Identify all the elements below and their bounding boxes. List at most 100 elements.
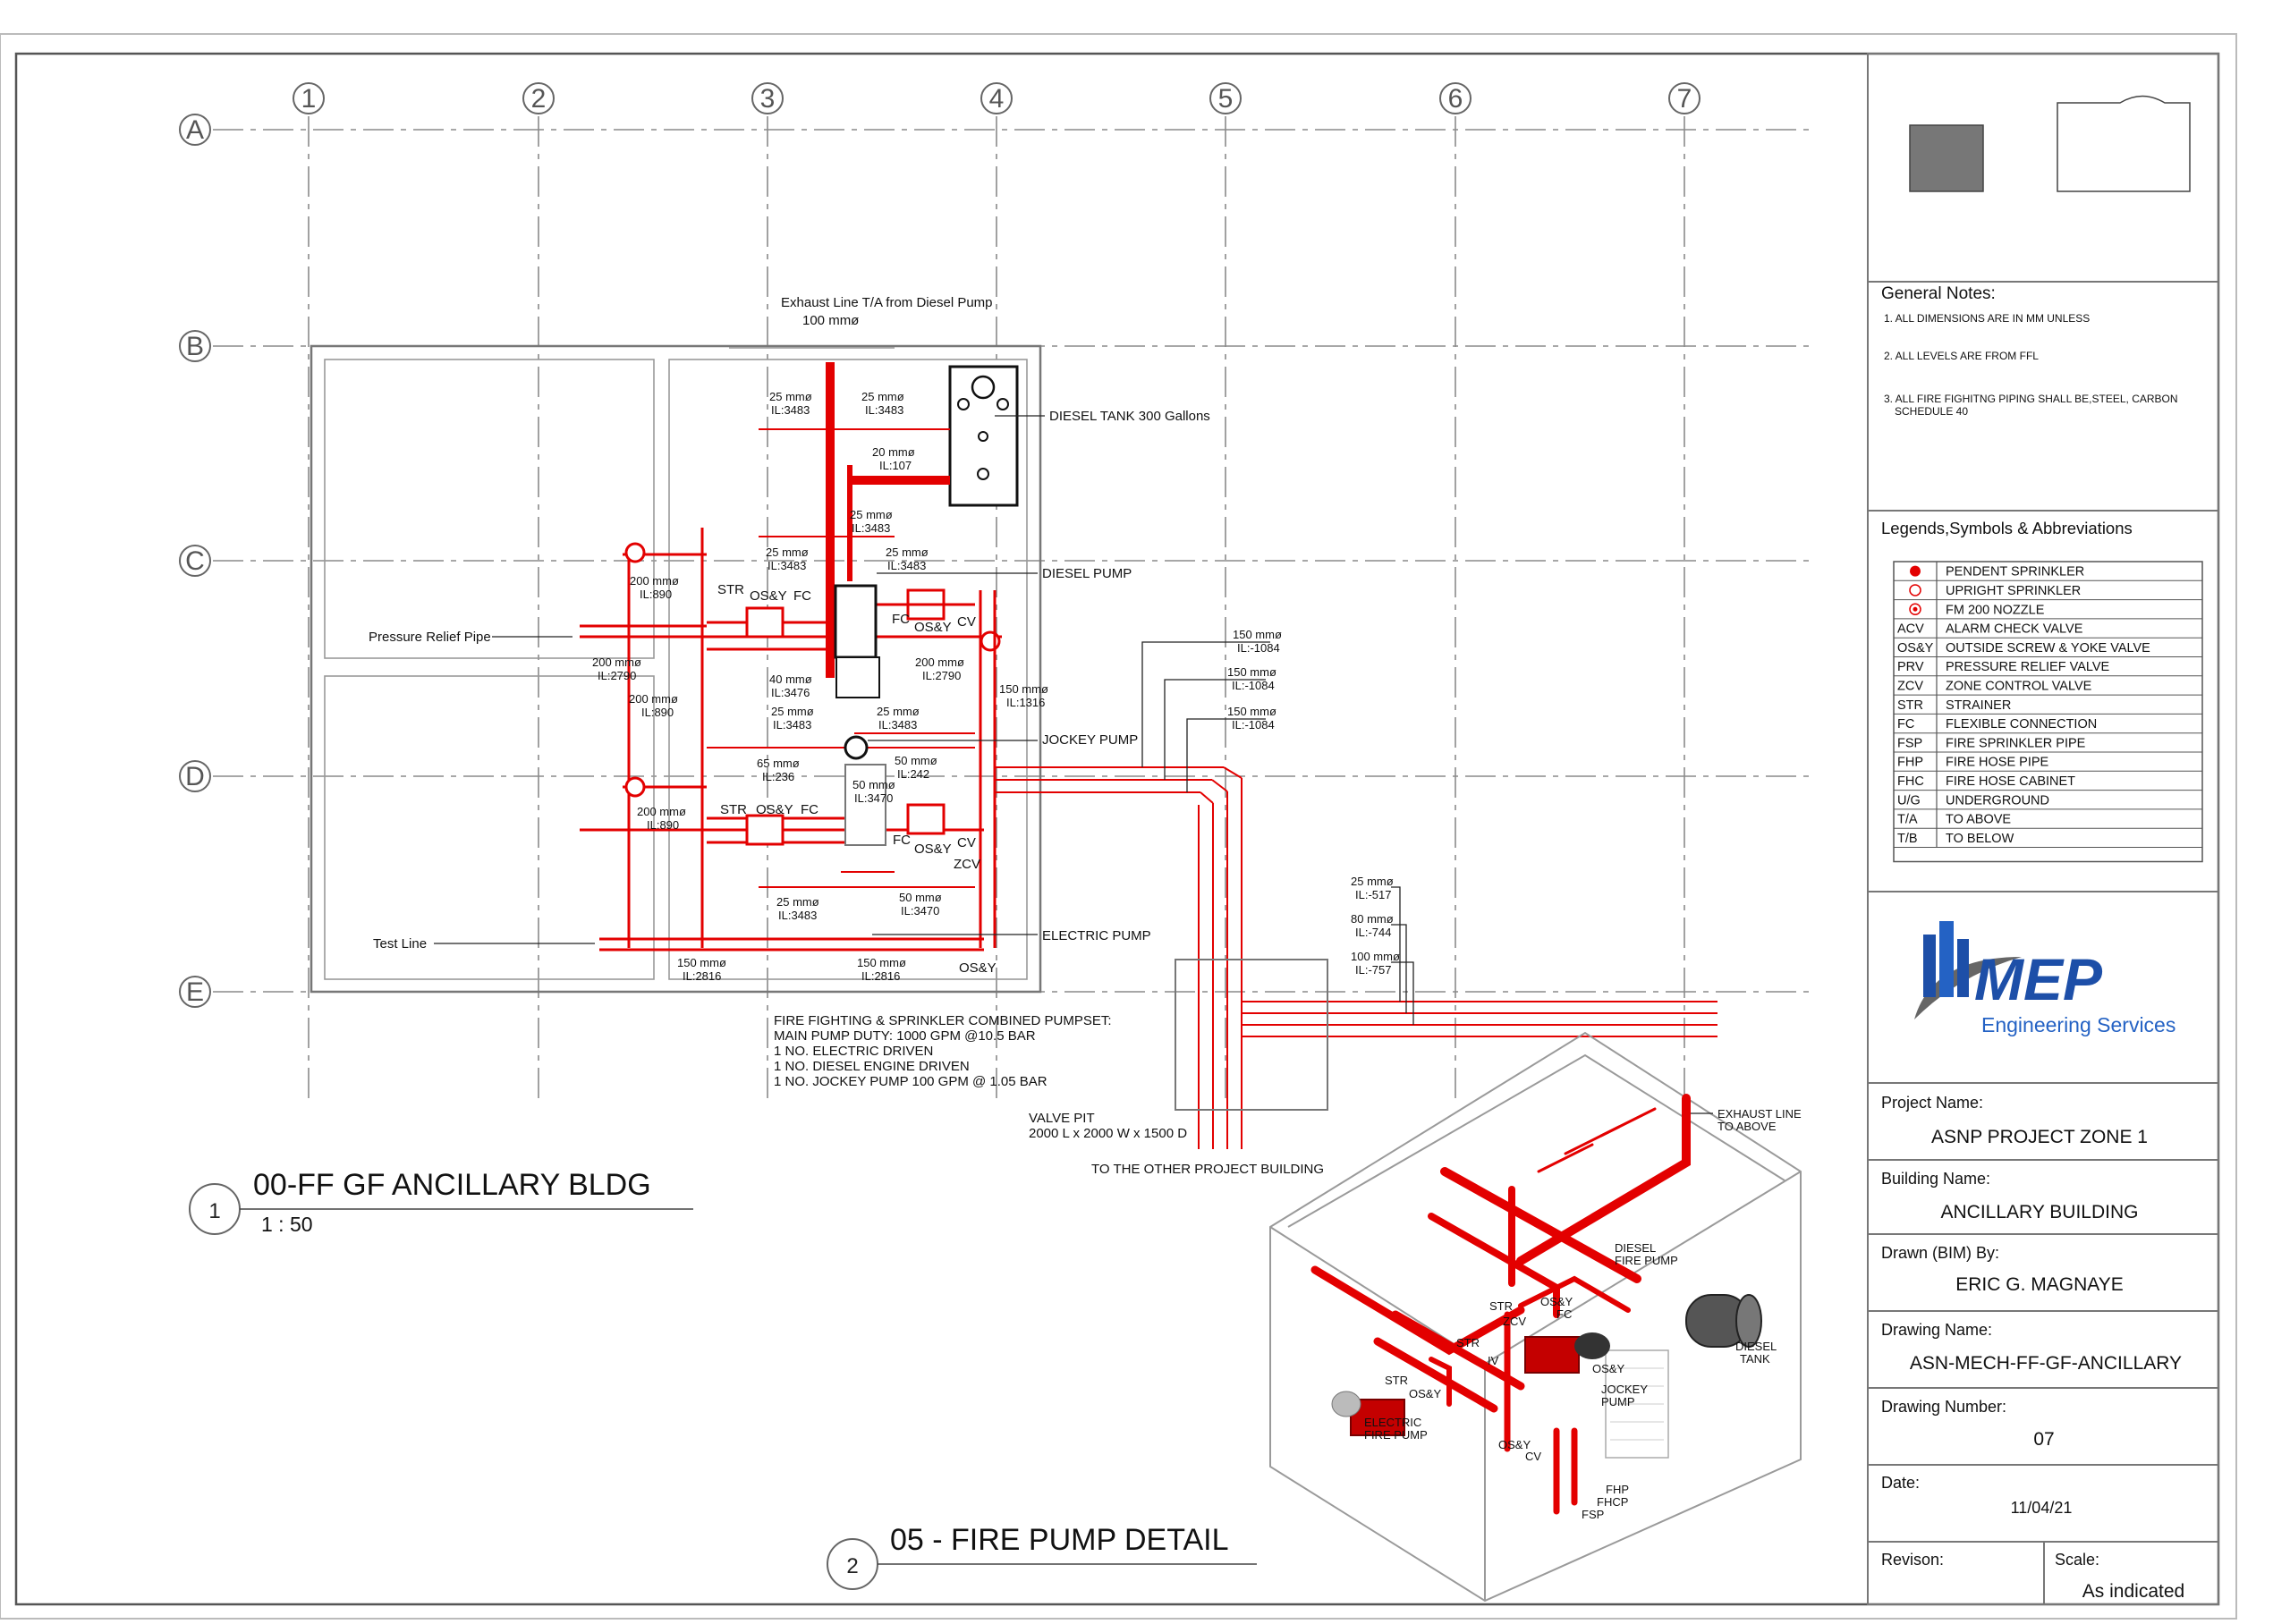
svg-text:STR: STR [1456,1336,1480,1349]
plan-piping [580,362,1718,1149]
svg-text:ZCV: ZCV [954,857,980,872]
svg-text:IL:3483: IL:3483 [865,403,903,417]
svg-text:150 mmø: 150 mmø [999,682,1048,696]
grid-column-label: 3 [760,84,776,114]
legend-abbr: FHP [1897,756,1923,770]
grid-column-bubble [1668,82,1701,114]
svg-text:Scale:: Scale: [2055,1551,2099,1569]
svg-text:OS&Y: OS&Y [959,960,997,976]
svg-text:IL:-1084: IL:-1084 [1232,679,1275,692]
legend-desc: FLEXIBLE CONNECTION [1946,717,2097,732]
svg-text:FC: FC [893,833,911,848]
svg-text:20 mmø: 20 mmø [872,445,915,459]
svg-text:CV: CV [1525,1450,1541,1463]
legend-desc: TO ABOVE [1946,813,2011,827]
svg-text:80 mmø: 80 mmø [1351,912,1394,926]
svg-text:25 mmø: 25 mmø [850,508,893,521]
svg-text:100 mmø: 100 mmø [1351,950,1400,963]
jockey-pump-label: JOCKEY PUMP [1042,732,1138,748]
svg-text:50 mmø: 50 mmø [899,891,942,904]
grid-lines [213,116,1816,1100]
building-name: ANCILLARY BUILDING [1941,1202,2139,1222]
grid-column-bubble [293,82,325,114]
grid-column-label: 7 [1677,84,1692,114]
svg-text:OS&Y: OS&Y [1540,1295,1573,1308]
plan-annotations: Exhaust Line T/A from Diesel Pump 100 mm… [369,295,1414,1177]
grid-column-bubble [751,82,784,114]
legend-abbr: U/G [1897,793,1921,808]
svg-text:3. ALL FIRE FIGHITNG PIPING SH: 3. ALL FIRE FIGHITNG PIPING SHALL BE,STE… [1884,393,2178,405]
svg-text:FHP: FHP [1606,1483,1629,1496]
legend-desc: FM 200 NOZZLE [1946,603,2045,617]
drawing-date: 11/04/21 [2011,1499,2073,1517]
grid-row-label: B [186,332,204,361]
svg-text:IL:-1084: IL:-1084 [1237,641,1280,655]
svg-text:1 NO. ELECTRIC DRIVEN: 1 NO. ELECTRIC DRIVEN [774,1044,933,1059]
svg-text:IL:3483: IL:3483 [778,909,817,922]
grid-column-bubble [522,82,555,114]
legend-abbr: FSP [1897,736,1922,750]
grid-row-label: C [185,546,205,576]
svg-text:25 mmø: 25 mmø [877,705,920,718]
mep-logo: MEP Engineering Services [1914,921,2176,1036]
svg-text:OS&Y: OS&Y [1498,1438,1531,1451]
svg-text:150 mmø: 150 mmø [677,956,726,969]
grid-row-label: E [186,977,204,1007]
legend-desc: ZONE CONTROL VALVE [1946,679,2092,693]
svg-text:IL:3483: IL:3483 [773,718,811,732]
legend-abbr: STR [1897,698,1923,713]
svg-text:IL:890: IL:890 [647,818,679,832]
sheet-scale: As indicated [2082,1581,2184,1602]
svg-text:150 mmø: 150 mmø [1233,628,1282,641]
svg-text:IL:-744: IL:-744 [1355,926,1391,939]
view-1-scale: 1 : 50 [261,1213,313,1236]
svg-text:STR: STR [1385,1374,1408,1387]
svg-text:IL:3483: IL:3483 [771,403,810,417]
test-line-label: Test Line [373,936,427,952]
valve-pit-label: VALVE PIT [1029,1111,1095,1126]
general-notes-title: General Notes: [1881,284,1996,303]
svg-text:IL:890: IL:890 [640,588,672,601]
svg-text:65 mmø: 65 mmø [757,757,800,770]
legend-desc: ALARM CHECK VALVE [1946,622,2083,637]
legend-desc: TO BELOW [1946,832,2014,846]
svg-text:2. ALL LEVELS ARE FROM FFL: 2. ALL LEVELS ARE FROM FFL [1884,350,2039,362]
grid-column-label: 6 [1448,84,1463,114]
svg-text:DIESEL: DIESEL [1615,1241,1656,1255]
svg-text:Drawn (BIM) By:: Drawn (BIM) By: [1881,1244,1999,1262]
legend-desc: FIRE HOSE PIPE [1946,756,2049,770]
title-block: General Notes: 1. ALL DIMENSIONS ARE IN … [1867,53,2219,1605]
svg-text:25 mmø: 25 mmø [766,546,809,559]
svg-text:IL:2790: IL:2790 [922,669,961,682]
outer-border [0,33,2237,1620]
svg-text:CV: CV [957,835,976,850]
svg-text:Building Name:: Building Name: [1881,1170,1990,1188]
pressure-relief-label: Pressure Relief Pipe [369,630,491,645]
svg-text:ELECTRIC: ELECTRIC [1364,1416,1421,1429]
svg-text:OS&Y: OS&Y [1592,1362,1624,1375]
grid-column-label: 2 [531,84,547,114]
grid-row-bubble [179,330,211,362]
drawing-number: 07 [2033,1429,2054,1450]
legend-abbr: FC [1897,717,1914,732]
drawn-by: ERIC G. MAGNAYE [1955,1274,2123,1295]
svg-text:JOCKEY: JOCKEY [1601,1383,1648,1396]
svg-text:OS&Y: OS&Y [750,588,787,604]
svg-text:25 mmø: 25 mmø [776,895,819,909]
diesel-pump-label: DIESEL PUMP [1042,566,1132,581]
svg-text:FC: FC [1556,1307,1572,1321]
grid-row-bubble [179,760,211,792]
svg-text:25 mmø: 25 mmø [769,390,812,403]
svg-text:IL:-757: IL:-757 [1355,963,1391,977]
svg-text:IL:3483: IL:3483 [878,718,917,732]
legend-abbr: ZCV [1897,679,1923,693]
svg-text:FIRE PUMP: FIRE PUMP [1364,1428,1428,1442]
svg-text:IL:107: IL:107 [879,459,912,472]
svg-text:IL:-1084: IL:-1084 [1232,718,1275,732]
svg-text:TANK: TANK [1740,1352,1770,1366]
grid-row-bubble [179,114,211,146]
svg-text:ZCV: ZCV [1503,1315,1526,1328]
svg-text:25 mmø: 25 mmø [886,546,929,559]
